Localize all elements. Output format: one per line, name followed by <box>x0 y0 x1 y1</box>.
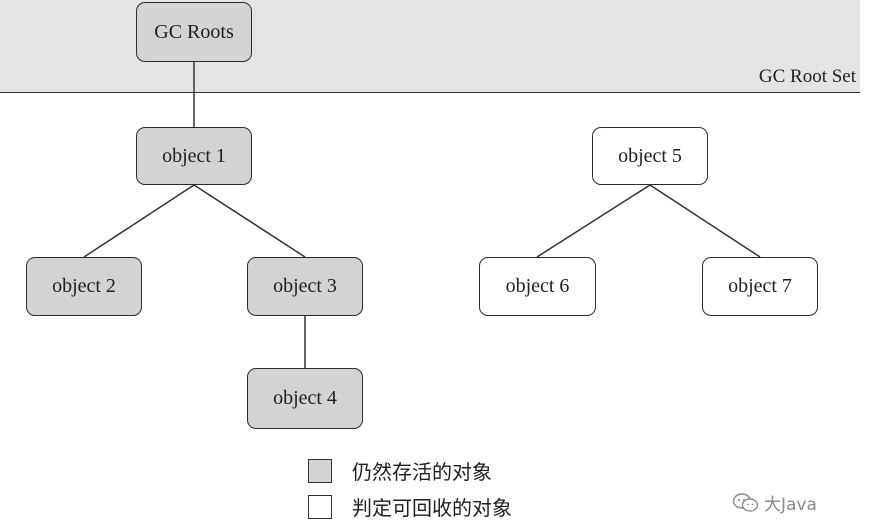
object1-node: object 1 <box>136 127 252 185</box>
object6-node: object 6 <box>479 257 596 316</box>
legend-live-row: 仍然存活的对象 <box>308 456 492 485</box>
legend-live-swatch <box>308 458 332 483</box>
edge-object1-object3 <box>193 184 306 258</box>
gc-roots-node: GC Roots <box>136 2 252 62</box>
edge-object1-object2 <box>83 184 195 258</box>
edge-object5-object6 <box>536 184 651 258</box>
edge-object5-object7 <box>649 184 761 258</box>
object7-node: object 7 <box>702 257 818 316</box>
legend-collectable-label: 判定可回收的对象 <box>352 498 512 520</box>
object3-node: object 3 <box>247 257 363 316</box>
legend-collectable-row: 判定可回收的对象 <box>308 492 512 521</box>
legend-live-label: 仍然存活的对象 <box>352 462 492 484</box>
gc-root-set-label: GC Root Set <box>758 66 856 87</box>
watermark-text: 大Java <box>764 495 817 515</box>
object5-node: object 5 <box>592 127 708 185</box>
wechat-icon <box>732 492 759 512</box>
watermark: 大Java <box>732 490 817 515</box>
object2-node: object 2 <box>26 257 142 316</box>
object4-node: object 4 <box>247 368 363 429</box>
legend-collectable-swatch <box>308 494 332 519</box>
